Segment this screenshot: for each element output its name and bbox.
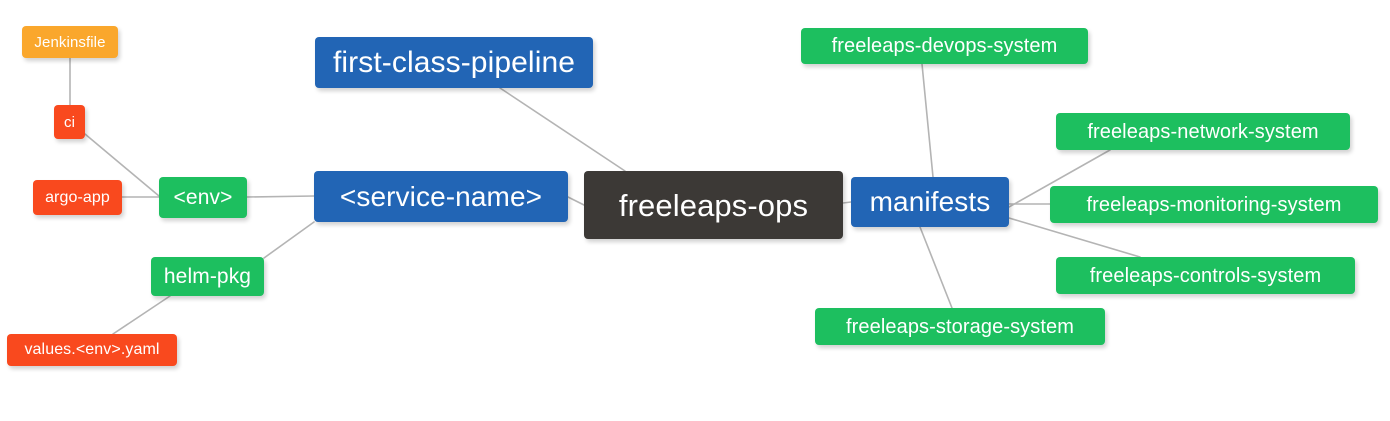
- edge-env-to-service-name: [246, 195, 315, 198]
- node-label-ci: ci: [63, 113, 76, 131]
- node-label-argo-app: argo-app: [45, 188, 110, 206]
- node-env[interactable]: <env>: [159, 177, 247, 218]
- edge-service-name-to-freeleaps-ops: [567, 196, 585, 206]
- node-argo-app[interactable]: argo-app: [33, 180, 122, 215]
- node-freeleaps-network-system[interactable]: freeleaps-network-system: [1056, 113, 1350, 150]
- node-label-manifests: manifests: [869, 186, 991, 217]
- edge-first-class-pipeline-to-freeleaps-ops: [499, 87, 626, 172]
- node-label-freeleaps-controls-system: freeleaps-controls-system: [1089, 264, 1322, 287]
- node-label-env: <env>: [173, 186, 233, 209]
- node-label-helm-pkg: helm-pkg: [163, 265, 252, 288]
- node-jenkinsfile[interactable]: Jenkinsfile: [22, 26, 118, 58]
- node-freeleaps-ops[interactable]: freeleaps-ops: [584, 171, 843, 239]
- node-helm-pkg[interactable]: helm-pkg: [151, 257, 264, 296]
- node-label-freeleaps-devops-system: freeleaps-devops-system: [831, 35, 1058, 57]
- node-label-freeleaps-monitoring-system: freeleaps-monitoring-system: [1086, 193, 1342, 216]
- node-label-values-yaml: values.<env>.yaml: [24, 341, 160, 358]
- edge-manifests-to-freeleaps-storage-system: [919, 226, 953, 309]
- node-freeleaps-storage-system[interactable]: freeleaps-storage-system: [815, 308, 1105, 345]
- node-label-jenkinsfile: Jenkinsfile: [34, 33, 106, 51]
- node-freeleaps-monitoring-system[interactable]: freeleaps-monitoring-system: [1050, 186, 1378, 223]
- node-values-yaml[interactable]: values.<env>.yaml: [7, 334, 177, 366]
- edge-freeleaps-ops-to-manifests: [842, 201, 852, 204]
- edge-manifests-to-freeleaps-controls-system: [1008, 217, 1141, 258]
- edge-service-name-to-helm-pkg: [263, 221, 315, 259]
- node-first-class-pipeline[interactable]: first-class-pipeline: [315, 37, 593, 88]
- node-label-freeleaps-storage-system: freeleaps-storage-system: [845, 315, 1075, 338]
- edge-helm-pkg-to-values-yaml: [112, 295, 171, 335]
- node-label-freeleaps-network-system: freeleaps-network-system: [1087, 120, 1319, 143]
- node-service-name[interactable]: <service-name>: [314, 171, 568, 222]
- node-manifests[interactable]: manifests: [851, 177, 1009, 227]
- node-label-freeleaps-ops: freeleaps-ops: [618, 187, 809, 223]
- edge-manifests-to-freeleaps-devops-system: [921, 63, 934, 178]
- node-label-first-class-pipeline: first-class-pipeline: [332, 45, 576, 79]
- node-freeleaps-devops-system[interactable]: freeleaps-devops-system: [801, 28, 1088, 64]
- node-freeleaps-controls-system[interactable]: freeleaps-controls-system: [1056, 257, 1355, 294]
- node-label-service-name: <service-name>: [339, 180, 543, 212]
- node-ci[interactable]: ci: [54, 105, 85, 139]
